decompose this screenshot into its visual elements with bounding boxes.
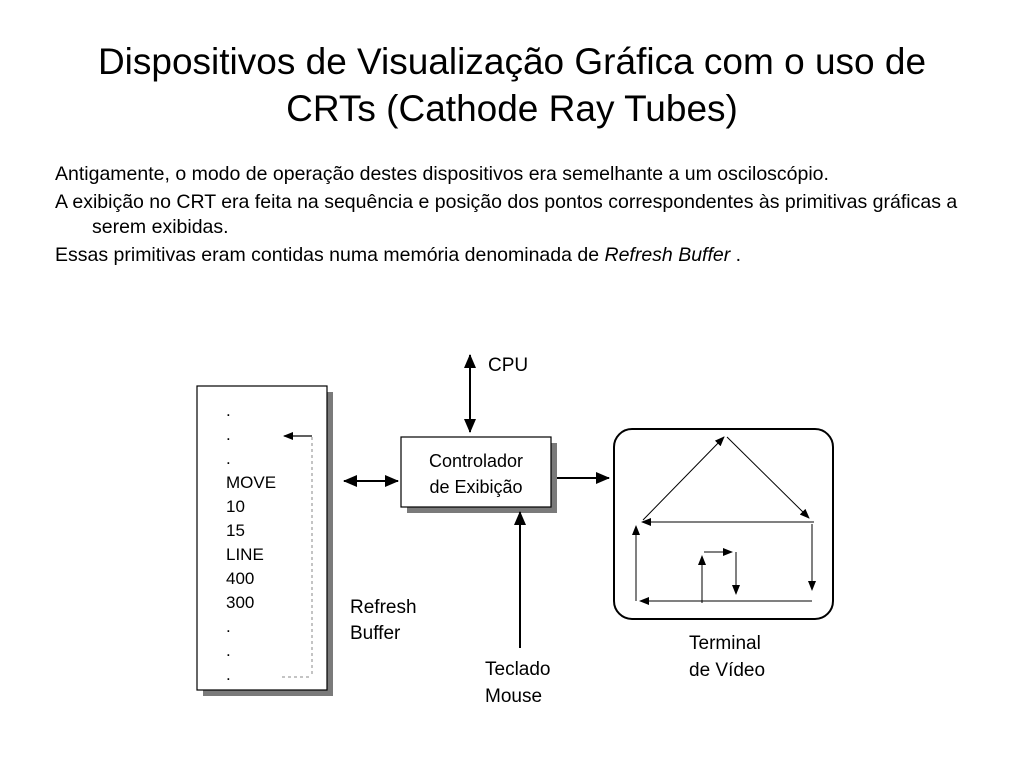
terminal-drawing (632, 436, 816, 605)
refresh-buffer-term: Refresh Buffer (604, 244, 731, 266)
controller-label-2: de Exibição (429, 477, 522, 497)
input-label-1: Teclado (485, 659, 551, 680)
terminal-label-1: Terminal (689, 633, 761, 654)
bullet-1: Antigamente, o modo de operação destes d… (55, 163, 829, 185)
buffer-line: 10 (226, 497, 245, 516)
title-line-2: CRTs (Cathode Ray Tubes) (286, 88, 738, 129)
buffer-line: MOVE (226, 473, 276, 492)
display-controller-box: Controlador de Exibição (400, 436, 557, 513)
bullet-3-text: Essas primitivas eram contidas numa memó… (55, 244, 605, 266)
controller-label-1: Controlador (429, 451, 523, 471)
bullet-list: Antigamente, o modo de operação destes d… (55, 162, 995, 271)
buffer-line: . (226, 641, 231, 660)
buffer-line: . (226, 401, 231, 420)
bullet-2: A exibição no CRT era feita na sequência… (55, 191, 958, 238)
buffer-label-2: Buffer (350, 623, 401, 644)
video-terminal (613, 428, 834, 620)
input-label-2: Mouse (485, 686, 542, 707)
buffer-line: 400 (226, 569, 254, 588)
buffer-line: . (226, 449, 231, 468)
cpu-label: CPU (488, 355, 528, 376)
bullet-3: Essas primitivas eram contidas numa memó… (55, 243, 995, 268)
buffer-line: . (226, 617, 231, 636)
buffer-line: . (226, 665, 231, 684)
terminal-label-2: de Vídeo (689, 660, 765, 681)
buffer-line: . (226, 425, 231, 444)
bullet-3-end: . (730, 244, 742, 266)
slide-title: Dispositivos de Visualização Gráfica com… (0, 38, 1024, 132)
buffer-line: 300 (226, 593, 254, 612)
buffer-line: 15 (226, 521, 245, 540)
title-line-1: Dispositivos de Visualização Gráfica com… (97, 41, 927, 82)
buffer-label-1: Refresh (350, 597, 417, 618)
buffer-line: LINE (226, 545, 264, 564)
